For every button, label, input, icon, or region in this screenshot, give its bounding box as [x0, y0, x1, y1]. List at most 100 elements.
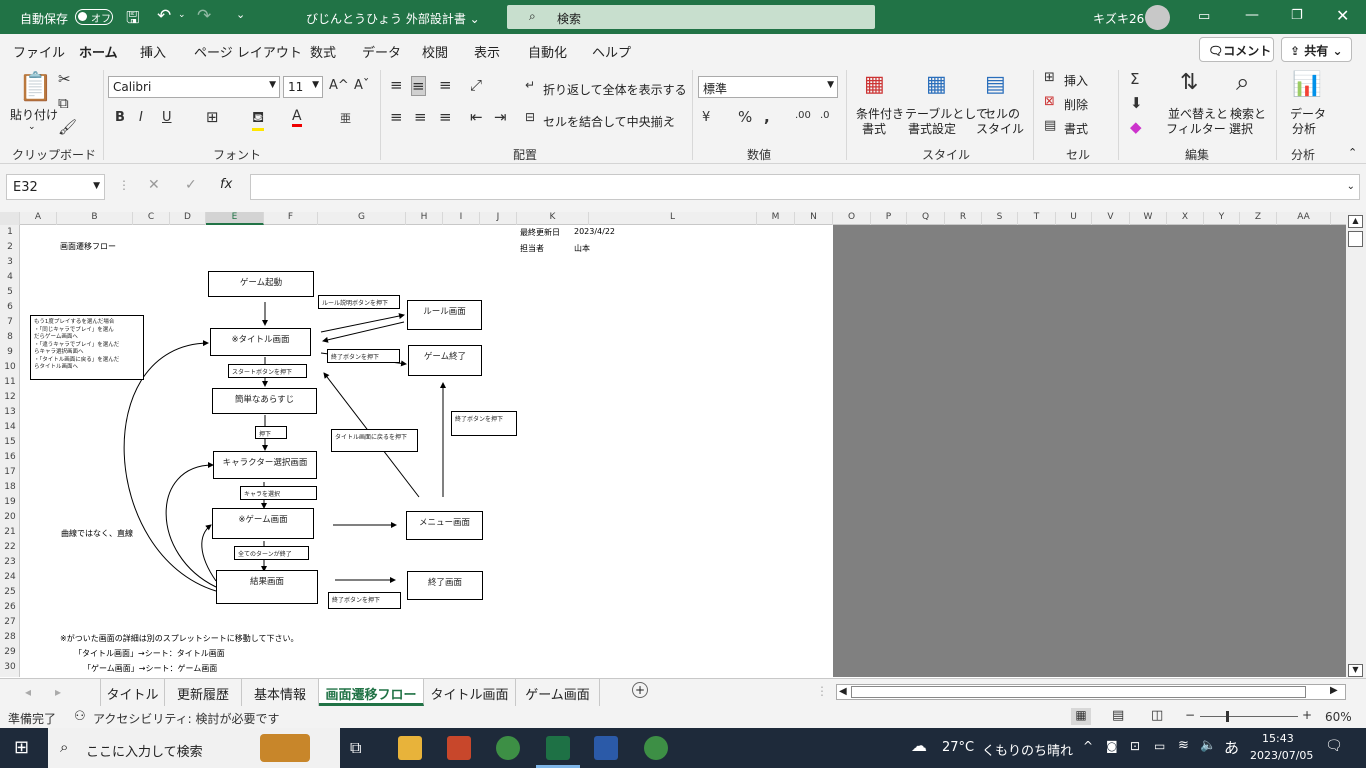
row-header-6[interactable]: 6	[7, 302, 13, 312]
sheet-tab-title-screen[interactable]: タイトル画面	[424, 679, 516, 706]
row-header-22[interactable]: 22	[4, 542, 16, 552]
row-header-30[interactable]: 30	[4, 662, 16, 672]
undo-dropdown-icon[interactable]: ⌄	[178, 10, 186, 20]
column-header-j[interactable]: J	[480, 212, 517, 225]
align-bottom-icon[interactable]: ≡	[439, 76, 452, 94]
minimize-icon[interactable]: —	[1245, 7, 1259, 23]
box-synopsis[interactable]: 簡単なあらすじ	[212, 388, 317, 414]
label-end-button-result[interactable]: 終了ボタンを押下	[328, 592, 401, 609]
column-header-z[interactable]: Z	[1240, 212, 1277, 225]
column-header-c[interactable]: C	[133, 212, 170, 225]
row-header-24[interactable]: 24	[4, 572, 16, 582]
cell-style-label2[interactable]: スタイル	[976, 122, 1025, 136]
file-explorer-icon[interactable]	[398, 736, 422, 760]
normal-view-icon[interactable]: ▦	[1071, 708, 1091, 725]
box-result-screen[interactable]: 結果画面	[216, 570, 318, 604]
worksheet[interactable]: 画面遷移フロー 最終更新日 2023/4/22 担当者 山本 ゲーム起動 ※タイ…	[20, 225, 833, 677]
increase-indent-icon[interactable]: ⇥	[494, 108, 507, 126]
label-tap[interactable]: 押下	[255, 426, 287, 439]
conditional-format-label1[interactable]: 条件付き	[856, 107, 905, 121]
shrink-font-icon[interactable]: Aˇ	[354, 78, 370, 93]
column-header-f[interactable]: F	[264, 212, 318, 225]
merge-center-button[interactable]: セルを結合して中央揃え	[543, 115, 675, 129]
label-end-button-menu[interactable]: 終了ボタンを押下	[451, 411, 517, 436]
avatar[interactable]	[1145, 5, 1170, 30]
tab-insert[interactable]: 挿入	[140, 46, 167, 61]
file-name[interactable]: びじんとうひょう 外部設計書 ⌄	[306, 12, 480, 26]
row-header-10[interactable]: 10	[4, 362, 16, 372]
border-icon[interactable]: ⊞	[206, 108, 219, 126]
row-header-12[interactable]: 12	[4, 392, 16, 402]
scroll-left-icon[interactable]: ◀	[839, 686, 847, 697]
customize-icon[interactable]: ⌄	[236, 8, 246, 21]
row-header-8[interactable]: 8	[7, 332, 13, 342]
label-end-button-title[interactable]: 終了ボタンを押下	[327, 349, 400, 363]
row-header-13[interactable]: 13	[4, 407, 16, 417]
chrome-profile-icon[interactable]	[644, 736, 668, 760]
row-header-3[interactable]: 3	[7, 257, 13, 267]
mic-icon[interactable]: ⊡	[1130, 739, 1141, 753]
row-header-28[interactable]: 28	[4, 632, 16, 642]
zoom-slider-thumb[interactable]	[1226, 711, 1229, 722]
sheet-tab-title[interactable]: タイトル	[100, 679, 165, 706]
close-icon[interactable]: ✕	[1336, 6, 1350, 25]
restore-icon[interactable]: ❐	[1291, 8, 1303, 23]
notification-icon[interactable]: 🗨	[1325, 738, 1343, 754]
label-back-to-title[interactable]: タイトル画面に戻るを押下	[331, 429, 418, 452]
column-header-p[interactable]: P	[871, 212, 907, 225]
column-header-k[interactable]: K	[517, 212, 589, 225]
add-sheet-icon[interactable]: +	[632, 682, 648, 698]
row-header-25[interactable]: 25	[4, 587, 16, 597]
windows-start-icon[interactable]: ⊞	[14, 737, 30, 758]
prev-sheet-icon[interactable]: ◂	[25, 685, 32, 699]
column-header-n[interactable]: N	[795, 212, 833, 225]
comma-icon[interactable]: ,	[764, 108, 770, 126]
clear-icon[interactable]: ◆	[1130, 118, 1142, 136]
next-sheet-icon[interactable]: ▸	[55, 685, 62, 699]
italic-icon[interactable]: I	[139, 110, 143, 125]
volume-icon[interactable]: 🔈	[1200, 738, 1217, 753]
underline-icon[interactable]: U	[162, 110, 172, 125]
expand-icon[interactable]: ⌄	[1346, 181, 1355, 192]
decrease-decimal-icon[interactable]: .0	[820, 110, 830, 121]
column-header-t[interactable]: T	[1018, 212, 1056, 225]
label-select-character[interactable]: キャラを選択	[240, 486, 317, 500]
phonetic-icon[interactable]: 亜	[340, 112, 351, 125]
ime-indicator[interactable]: あ	[1224, 739, 1240, 757]
row-header-19[interactable]: 19	[4, 497, 16, 507]
row-header-7[interactable]: 7	[7, 317, 13, 327]
column-header-q[interactable]: Q	[907, 212, 945, 225]
row-header-14[interactable]: 14	[4, 422, 16, 432]
sort-filter-label2[interactable]: フィルター	[1166, 122, 1226, 136]
comment-button[interactable]: 🗨コメント	[1199, 37, 1274, 62]
row-header-20[interactable]: 20	[4, 512, 16, 522]
orientation-icon[interactable]: ⤢	[470, 76, 483, 94]
vertical-scrollbar[interactable]: ▲ ▼	[1346, 212, 1366, 678]
task-view-icon[interactable]: ⧉	[350, 738, 362, 757]
formula-input[interactable]: ⌄	[250, 174, 1360, 200]
column-header-b[interactable]: B	[57, 212, 133, 225]
taskbar-search[interactable]: ⌕ ここに入力して検索	[48, 728, 340, 768]
undo-icon[interactable]: ↶	[157, 6, 172, 26]
box-end-screen[interactable]: 終了画面	[407, 571, 483, 600]
table-format-label1[interactable]: テーブルとして	[905, 107, 988, 121]
analyze-data-label1[interactable]: データ	[1290, 107, 1327, 121]
grow-font-icon[interactable]: A^	[329, 78, 349, 93]
row-header-29[interactable]: 29	[4, 647, 16, 657]
chrome-icon[interactable]	[496, 736, 520, 760]
zoom-level[interactable]: 60%	[1325, 710, 1352, 724]
delete-cells-button[interactable]: 削除	[1064, 98, 1089, 112]
merge-dropdown-icon[interactable]: ⌄	[668, 113, 676, 123]
column-header-x[interactable]: X	[1167, 212, 1204, 225]
insert-cells-button[interactable]: 挿入	[1064, 74, 1089, 88]
box-character-select[interactable]: キャラクター選択画面	[213, 451, 317, 479]
tab-page-layout[interactable]: ページ レイアウト	[194, 46, 302, 61]
copy-icon[interactable]: ⧉	[58, 94, 69, 112]
tab-formulas[interactable]: 数式	[310, 46, 337, 61]
row-header-16[interactable]: 16	[4, 452, 16, 462]
sheet-tab-game-screen[interactable]: ゲーム画面	[516, 679, 600, 706]
zoom-out-icon[interactable]: −	[1185, 708, 1196, 722]
autosave-toggle[interactable]: オフ	[75, 9, 113, 25]
zoom-in-icon[interactable]: +	[1302, 708, 1313, 722]
wifi-icon[interactable]: ≋	[1178, 738, 1189, 753]
